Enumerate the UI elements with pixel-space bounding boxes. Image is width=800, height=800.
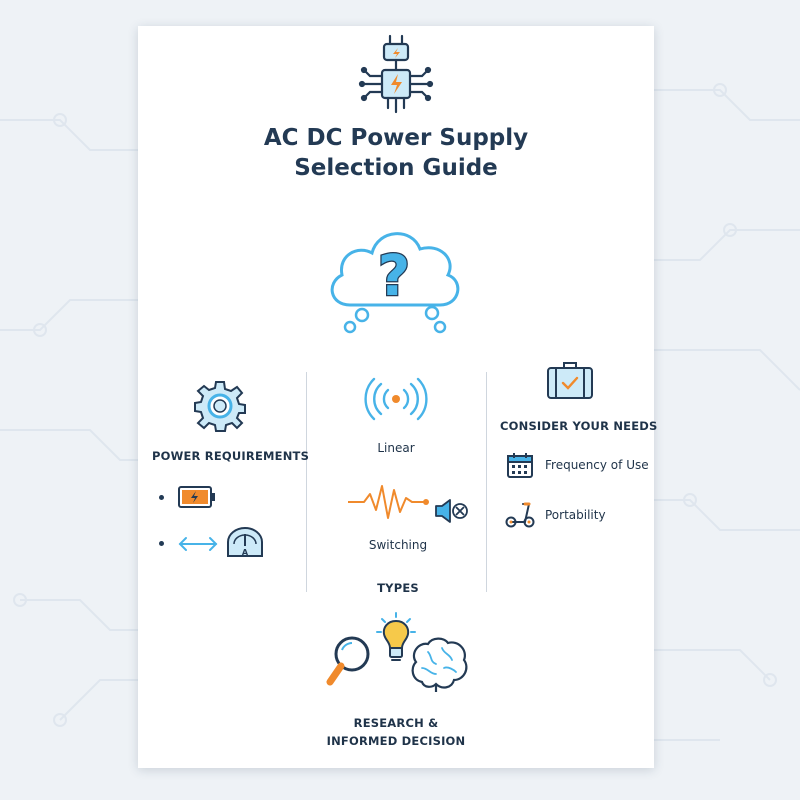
page-title-line-1: AC DC Power Supply: [263, 125, 529, 151]
bullet-current: [159, 541, 164, 546]
svg-text:?: ?: [378, 244, 410, 309]
research-heading-line-2: INFORMED DECISION: [326, 734, 466, 748]
waveform-icon: [348, 485, 429, 519]
ammeter-icon: A: [227, 527, 263, 557]
need-portability: Portability: [545, 508, 606, 522]
gear-icon: [194, 381, 246, 432]
power-requirements-heading: POWER REQUIREMENTS: [152, 449, 310, 463]
column-divider-left: [306, 372, 307, 592]
column-divider-right: [486, 372, 487, 592]
calendar-icon: [507, 453, 533, 478]
speaker-mute-icon: [435, 499, 468, 523]
type-linear-label: Linear: [377, 441, 415, 455]
question-cloud-icon: ?: [330, 232, 460, 334]
page-title-line-2: Selection Guide: [294, 155, 498, 181]
suitcase-icon: [547, 362, 593, 399]
type-switching-label: Switching: [368, 538, 428, 552]
need-frequency-of-use: Frequency of Use: [545, 458, 649, 472]
consider-needs-heading: CONSIDER YOUR NEEDS: [500, 419, 658, 433]
plug-chip-icon: [358, 34, 434, 114]
svg-text:A: A: [242, 548, 249, 557]
research-heading-line-1: RESEARCH &: [353, 716, 439, 730]
types-heading: TYPES: [377, 581, 419, 595]
scooter-icon: [505, 502, 535, 528]
bullet-battery: [159, 495, 164, 500]
guide-card: AC DC Power Supply Selection Guide ? POW…: [138, 26, 658, 768]
battery-icon: [178, 486, 215, 508]
lightbulb-icon: [376, 612, 416, 661]
brain-icon: [411, 637, 468, 692]
double-arrow-icon: [178, 537, 218, 551]
magnifier-icon: [326, 636, 370, 686]
signal-waves-icon: [364, 377, 428, 421]
